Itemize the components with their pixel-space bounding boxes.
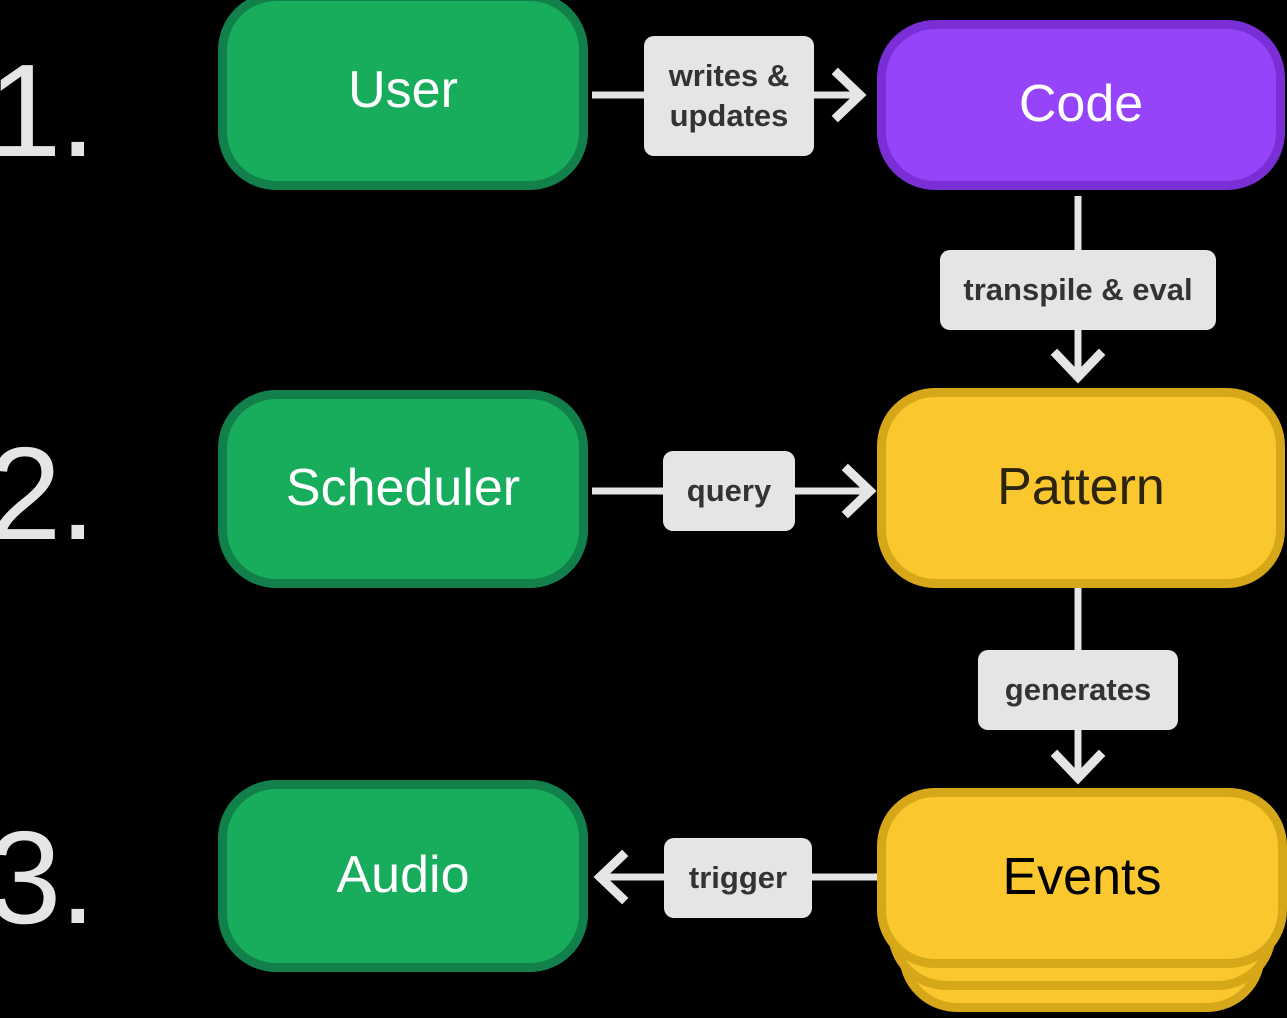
edge-label-transpile-eval: transpile & eval — [940, 250, 1216, 330]
step-number-2: 2. — [0, 420, 96, 567]
node-events-layer-1: Events — [877, 788, 1287, 968]
node-audio[interactable]: Audio — [218, 780, 588, 972]
node-events[interactable]: Events — [877, 788, 1287, 1018]
arrowhead-pattern-events — [1050, 749, 1106, 785]
node-user-label: User — [348, 61, 458, 120]
arrowhead-scheduler-pattern — [841, 463, 877, 519]
node-events-label: Events — [1002, 848, 1162, 907]
node-scheduler-label: Scheduler — [285, 459, 521, 518]
edge-label-query: query — [663, 451, 795, 531]
arrowhead-code-pattern — [1050, 348, 1106, 384]
node-code-label: Code — [1018, 75, 1144, 134]
node-user[interactable]: User — [218, 0, 588, 190]
arrowhead-events-audio — [593, 849, 629, 905]
node-scheduler[interactable]: Scheduler — [218, 390, 588, 588]
edge-label-trigger: trigger — [664, 838, 812, 918]
node-code[interactable]: Code — [877, 20, 1285, 190]
node-pattern-label: Pattern — [997, 458, 1165, 517]
arrowhead-user-code — [831, 67, 867, 123]
edge-label-generates: generates — [978, 650, 1178, 730]
node-pattern[interactable]: Pattern — [877, 388, 1285, 588]
edge-label-writes-updates: writes & updates — [644, 36, 814, 156]
node-audio-label: Audio — [336, 846, 470, 905]
step-number-3: 3. — [0, 804, 96, 951]
step-number-1: 1. — [0, 37, 96, 184]
